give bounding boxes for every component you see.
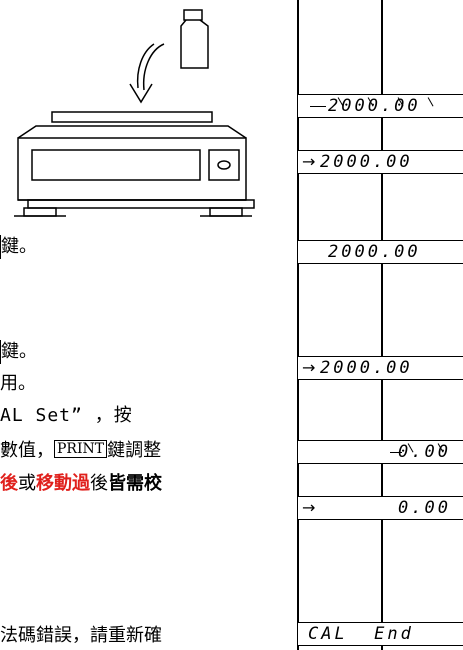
instruction-text: AL Set” ，按 — [0, 405, 133, 426]
print-key-label: PRINT — [54, 440, 108, 458]
display-value: 2000.00 — [328, 242, 421, 262]
flow-line-left — [297, 0, 299, 650]
warning-text: 後 — [90, 473, 108, 494]
key-box-edge — [0, 235, 1, 259]
warning-text: 移動過 — [36, 473, 90, 494]
instruction-line-6: 後或移動過後皆需校 — [0, 474, 162, 494]
lcd-display-arrow-zero: → 0.00 — [297, 496, 463, 520]
lcd-display-value: 2000.00 — [297, 240, 463, 264]
flash-mark — [427, 97, 434, 107]
display-value: 0.00 — [398, 498, 451, 518]
right-arrow-icon: → — [302, 358, 316, 377]
balance-scale-icon — [14, 111, 255, 217]
instruction-text: 鍵。 — [1, 236, 37, 257]
instruction-text: 用。 — [0, 373, 36, 394]
display-value: 2000.00 — [320, 152, 413, 172]
warning-text: 皆需校 — [108, 473, 162, 494]
instruction-text: 法碼錯誤，請重新確 — [0, 625, 162, 646]
flash-mark — [310, 106, 326, 108]
right-arrow-icon: → — [302, 498, 316, 517]
lcd-display-cal-end: CAL End — [297, 622, 463, 646]
instruction-line-2: 鍵。 — [0, 340, 37, 366]
instruction-line-1: 鍵。 — [0, 235, 37, 261]
warning-text: 後 — [0, 473, 18, 494]
lcd-display-arrow-value: → 2000.00 — [297, 150, 463, 174]
instruction-text: 鍵調整 — [107, 440, 162, 461]
instruction-line-4: AL Set” ，按 — [0, 406, 133, 426]
weighing-illustration — [14, 9, 255, 217]
instruction-text: 數值， — [0, 440, 54, 461]
flow-line-center — [381, 0, 383, 650]
right-arrow-icon: → — [302, 152, 316, 171]
instruction-line-3: 用。 — [0, 374, 36, 394]
key-box-edge — [0, 340, 1, 364]
warning-text: 或 — [18, 473, 36, 494]
lcd-display-flashing-value: 2000.00 — [297, 94, 463, 118]
weight-icon — [180, 9, 209, 69]
display-value: CAL End — [308, 624, 414, 644]
instruction-line-7: 法碼錯誤，請重新確 — [0, 626, 162, 646]
display-value: 2000.00 — [320, 358, 413, 378]
instruction-text: 鍵。 — [1, 341, 37, 362]
curved-down-arrow-icon — [129, 43, 165, 104]
lcd-display-arrow-value: → 2000.00 — [297, 356, 463, 380]
lcd-display-flashing-zero: 0.00 — [297, 440, 463, 464]
flash-mark — [390, 452, 402, 454]
